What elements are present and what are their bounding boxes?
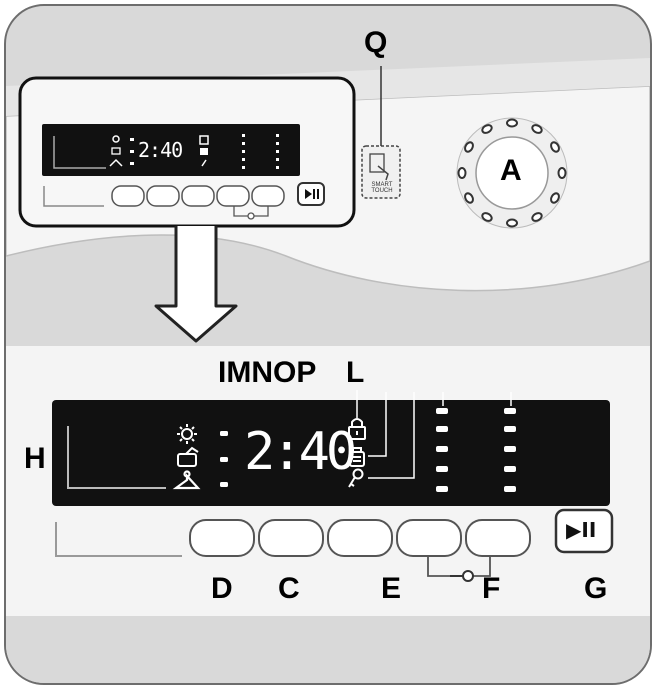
led-n — [220, 482, 228, 487]
label-f: F — [482, 572, 501, 605]
temperature-level-bars — [436, 408, 448, 492]
child-lock-key-icon — [450, 570, 474, 582]
label-a: A — [500, 154, 522, 187]
sun-icon — [177, 424, 197, 444]
button-e-left[interactable] — [327, 519, 393, 557]
program-knob[interactable] — [456, 117, 568, 229]
spin-level-bars — [504, 408, 516, 492]
label-l: L — [346, 356, 365, 389]
small-display — [42, 124, 300, 176]
play-pause-button[interactable] — [554, 508, 614, 554]
small-pause-bar-1 — [313, 189, 315, 199]
button-e[interactable] — [396, 519, 462, 557]
button-f[interactable] — [465, 519, 531, 557]
small-clean-icon — [200, 148, 208, 155]
small-sun-icon — [112, 135, 120, 143]
large-display-time: 2:40 — [244, 422, 357, 482]
label-e: E — [381, 572, 402, 605]
hanger-icon — [172, 470, 201, 490]
button-c[interactable] — [258, 519, 324, 557]
callout-line-o — [368, 392, 387, 457]
small-display-text-area — [53, 136, 106, 169]
small-button-e[interactable] — [181, 185, 215, 207]
smart-touch-label: SMART TOUCH — [371, 182, 393, 194]
label-c: C — [278, 572, 300, 605]
key-icon — [348, 468, 364, 488]
small-button-f[interactable] — [251, 185, 285, 207]
small-hanger-icon — [109, 158, 123, 167]
small-drum-icon — [111, 147, 121, 155]
small-key-ring-icon — [247, 212, 255, 220]
label-q: Q — [364, 26, 388, 59]
small-pause-bar-2 — [317, 189, 319, 199]
led-i — [220, 431, 228, 436]
smart-touch-phone-icon — [369, 153, 385, 173]
knob-ring-dots — [457, 118, 567, 228]
small-play-icon — [305, 189, 312, 199]
small-key-icon — [201, 159, 207, 167]
small-led-2 — [130, 150, 134, 153]
zoom-down-arrow — [154, 226, 238, 343]
small-level-dots-1 — [242, 134, 245, 169]
button-d[interactable] — [189, 519, 255, 557]
small-display-time: 2:40 — [138, 138, 183, 162]
led-m — [220, 457, 228, 462]
large-display-text-area — [67, 426, 166, 489]
cleaning-icon — [349, 447, 365, 467]
enlarged-panel-bottom — [6, 616, 650, 683]
lock-icon — [348, 418, 366, 440]
label-imnop: IMNOP — [218, 356, 317, 389]
small-bottom-left-indicator — [43, 186, 104, 207]
small-led-1 — [130, 138, 134, 141]
diagram-frame: Q A H IMNOP L D C E F G 2:40 2:40 SMART … — [4, 4, 652, 685]
label-h: H — [24, 442, 46, 475]
bottom-left-indicator — [55, 522, 182, 557]
smart-touch-hand-icon — [377, 165, 389, 181]
label-d: D — [211, 572, 233, 605]
control-panel-diagram — [6, 58, 650, 683]
small-level-dots-2 — [276, 134, 279, 169]
small-button-d[interactable] — [111, 185, 145, 207]
small-lock-icon — [199, 135, 209, 145]
small-button-c[interactable] — [146, 185, 180, 207]
drum-dry-icon — [177, 446, 199, 467]
play-pause-label: ▶II — [566, 518, 597, 542]
small-button-e2[interactable] — [216, 185, 250, 207]
label-g: G — [584, 572, 608, 605]
small-led-3 — [130, 162, 134, 165]
callout-line-p — [368, 392, 415, 479]
